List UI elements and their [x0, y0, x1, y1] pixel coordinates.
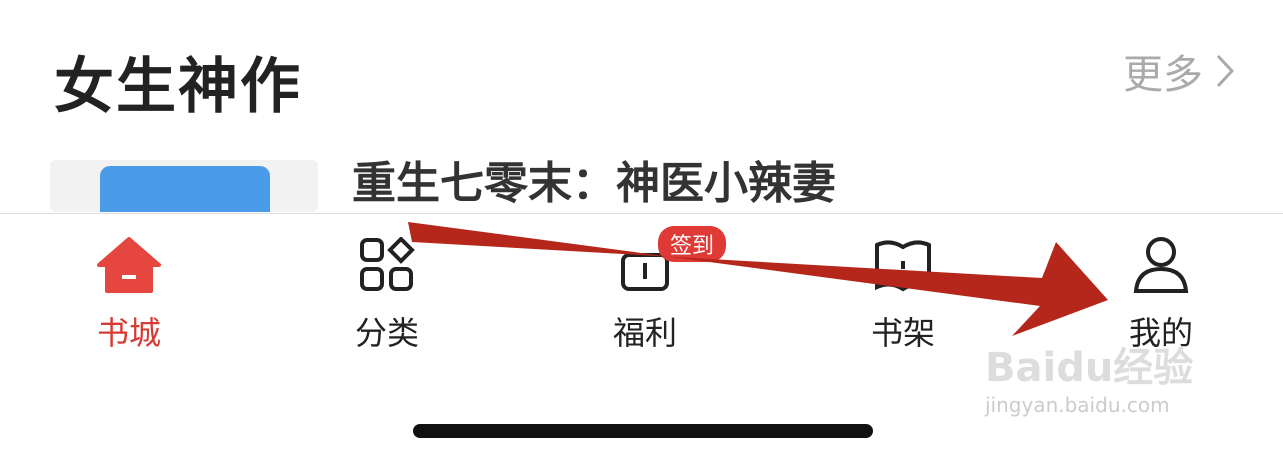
watermark-brand: Baidu经验	[985, 345, 1194, 391]
tab-label: 书城	[96, 314, 161, 352]
more-label: 更多	[1123, 52, 1203, 98]
chevron-right-icon	[1216, 54, 1235, 88]
bookshelf-icon	[875, 240, 931, 292]
tab-bookstore[interactable]: 书城	[49, 234, 209, 354]
tab-label: 书架	[870, 314, 935, 352]
home-indicator[interactable]	[413, 424, 873, 438]
watermark-url: jingyan.baidu.com	[985, 393, 1170, 417]
watermark-logo: Baidu经验 jingyan.baidu.com	[985, 335, 1193, 417]
tab-bookshelf[interactable]: 书架	[823, 234, 983, 354]
tab-profile[interactable]: 我的	[1081, 234, 1241, 354]
profile-icon	[1133, 237, 1189, 293]
checkin-badge[interactable]: 签到	[658, 226, 727, 262]
home-icon	[97, 237, 161, 293]
tab-label: 福利	[612, 314, 677, 352]
book-cover[interactable]	[50, 160, 318, 212]
more-link[interactable]: 更多	[1123, 42, 1235, 100]
tab-label: 分类	[354, 314, 419, 352]
book-title[interactable]: 重生七零末：神医小辣妻	[352, 158, 836, 209]
category-icon	[360, 237, 415, 291]
tab-category[interactable]: 分类	[307, 234, 467, 354]
tab-label: 我的	[1128, 314, 1193, 352]
section-title: 女生神作	[54, 52, 302, 122]
